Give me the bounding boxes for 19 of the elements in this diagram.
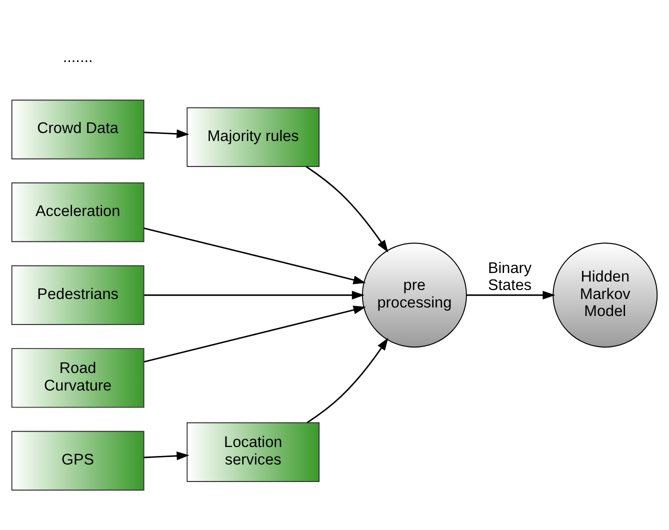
edge-label: Binary States [488,259,532,294]
arrow [144,128,190,138]
arrow [144,305,366,362]
arrow [144,226,366,284]
arrow [144,290,364,299]
node-circle: pre processing [362,242,467,348]
node-circle: Hidden Markov Model [552,242,658,348]
node-box: Road Curvature [11,348,144,408]
arrow [144,450,190,460]
arrow [306,337,388,423]
arrow [306,166,388,252]
node-box: GPS [11,430,144,490]
node-box: Acceleration [11,182,144,242]
node-box: Location services [186,422,320,482]
node-box: Majority rules [186,106,320,167]
arrow [466,290,556,299]
label: ....... [62,48,93,66]
node-box: Pedestrians [11,264,144,324]
node-box: Crowd Data [11,99,144,159]
